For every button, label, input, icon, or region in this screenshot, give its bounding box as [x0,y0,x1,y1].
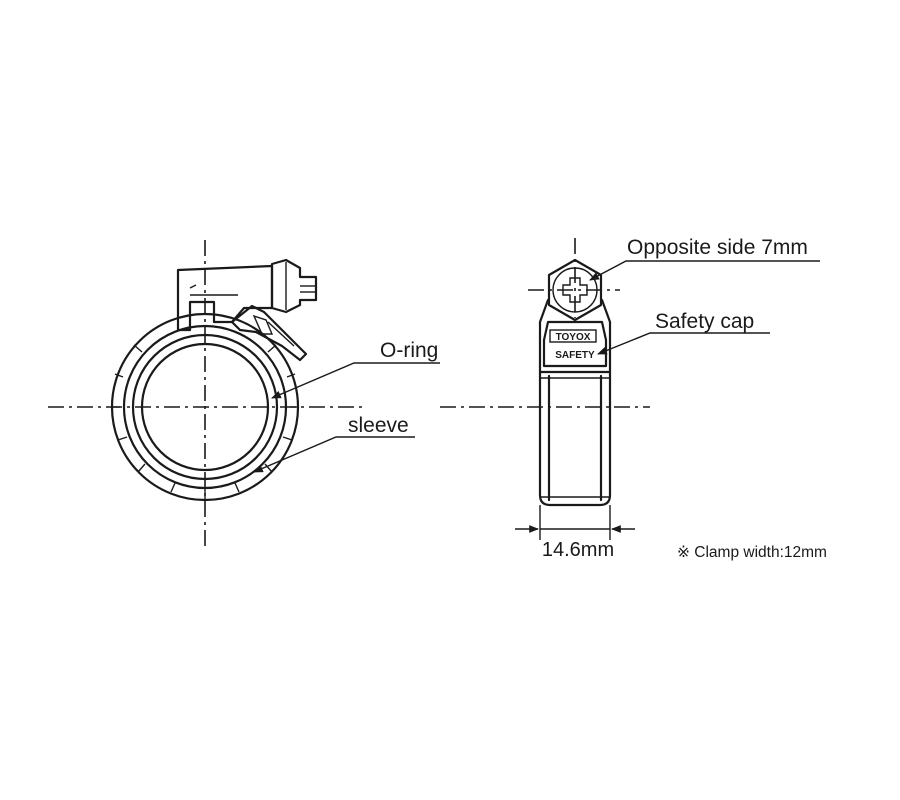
screw-housing [176,264,274,332]
o-ring-callout: O-ring [271,339,440,399]
safety-cap-callout: Safety cap [597,310,770,355]
sleeve-label: sleeve [348,414,409,437]
o-ring-inner-edge [140,342,270,472]
cap-brand-text: TOYOX [556,332,591,343]
front-view [48,240,365,550]
o-ring-label: O-ring [380,339,438,362]
side-view: TOYOX SAFETY [440,238,650,507]
clamp-band-side [538,370,612,507]
safety-cap-tab [230,304,308,362]
screw-head [270,258,318,314]
width-dimension-label: 14.6mm [542,539,614,561]
o-ring-outer-edge [131,333,279,481]
hex-screw-head [547,258,603,322]
sleeve-ribs [112,344,298,500]
sleeve-callout: sleeve [253,414,415,473]
side-housing [538,298,612,374]
safety-cap-label: Safety cap [655,310,754,333]
cap-brand-box [549,329,597,343]
width-dimension: 14.6mm [515,505,635,561]
opposite-side-callout: Opposite side 7mm [589,236,820,281]
safety-cap-body [542,320,608,368]
opposite-side-label: Opposite side 7mm [627,236,808,259]
cap-safety-text: SAFETY [555,350,595,361]
clamp-width-note: ※ Clamp width:12mm [677,544,827,561]
